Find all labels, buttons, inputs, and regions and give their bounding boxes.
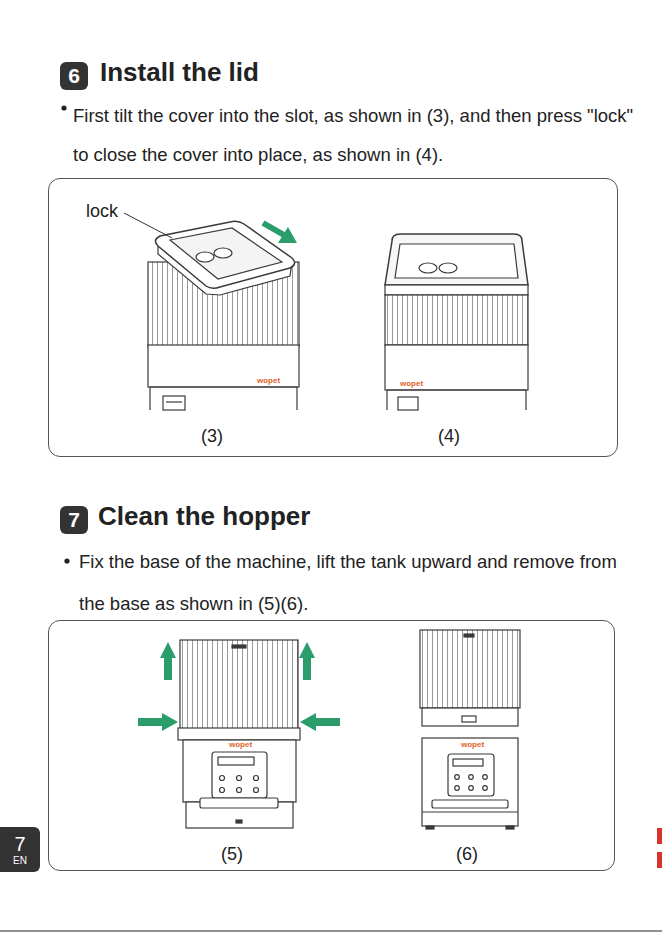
language-code: EN: [13, 855, 27, 867]
section-heading: Clean the hopper: [98, 502, 310, 531]
direction-arrows: [138, 642, 340, 731]
feeder-figure-4: [385, 234, 528, 410]
figure-number: (6): [456, 844, 478, 865]
step-badge: 7: [60, 506, 88, 534]
leader-line: [124, 213, 172, 238]
figure-number: (4): [438, 426, 460, 447]
step-badge: 6: [60, 62, 88, 90]
bullet: [64, 558, 69, 563]
part-label: lock: [86, 201, 118, 222]
feeder-figure-5: [178, 640, 300, 828]
figure-number: (5): [221, 844, 243, 865]
brand-logo: wopet: [461, 741, 484, 750]
bullet: [61, 105, 66, 110]
brand-logo: wopet: [229, 741, 252, 750]
section-heading: Install the lid: [100, 58, 259, 87]
brand-logo: wopet: [400, 380, 423, 389]
instruction-text: First tilt the cover into the slot, as s…: [73, 96, 638, 174]
step-number: 7: [68, 508, 80, 532]
brand-logo: wopet: [257, 377, 280, 386]
edge-mark: [657, 852, 662, 868]
page-rule: [0, 930, 662, 931]
direction-arrow: [263, 223, 297, 243]
page-number: 7: [14, 833, 25, 855]
figure-panel: lock (3) (4): [48, 178, 618, 457]
feeder-figure-6: [420, 630, 520, 829]
step-number: 6: [68, 64, 80, 88]
page-badge: 7EN: [0, 827, 40, 872]
feeder-figure-3: [148, 221, 299, 410]
figure-number: (3): [201, 426, 223, 447]
figure-panel: (5) (6): [48, 620, 615, 871]
edge-mark: [657, 828, 662, 844]
instruction-text: Fix the base of the machine, lift the ta…: [79, 541, 644, 625]
